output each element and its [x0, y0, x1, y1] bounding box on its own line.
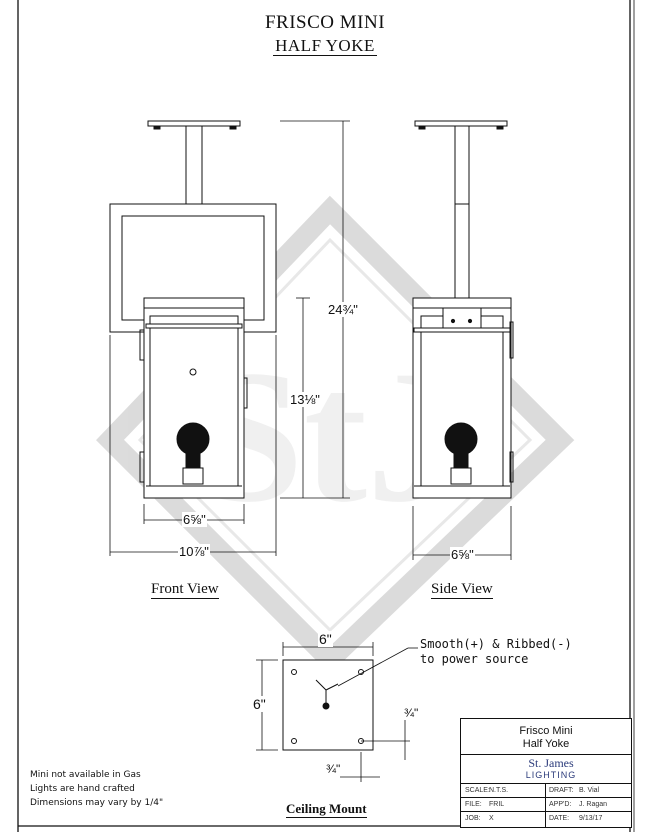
- appd-label: APP'D:: [549, 801, 572, 808]
- wiring-callout: Smooth(+) & Ribbed(-) to power source: [420, 637, 572, 667]
- note-line: Lights are hand crafted: [30, 784, 135, 794]
- title-block: Frisco Mini Half Yoke St. James LIGHTING…: [460, 718, 632, 828]
- drawing-title: FRISCO MINI: [264, 12, 386, 33]
- dim-front-body-width: 6⅝": [182, 512, 207, 527]
- wiring-callout-line1: Smooth(+) & Ribbed(-): [420, 637, 572, 651]
- company-subname: LIGHTING: [525, 770, 577, 780]
- job-value: X: [489, 815, 494, 822]
- job-label: JOB:: [465, 815, 481, 822]
- title-block-name-1: Frisco Mini: [519, 725, 573, 737]
- drawing-subtitle: HALF YOKE: [0, 36, 650, 56]
- title-block-col-divider: [545, 783, 546, 827]
- scale-label: SCALE:: [465, 787, 490, 794]
- wiring-callout-line2: to power source: [420, 652, 529, 666]
- dim-body-height: 13⅛": [289, 392, 321, 407]
- company-name: St. James: [528, 756, 574, 770]
- file-value: FRIL: [489, 801, 505, 808]
- title-block-divider: [461, 811, 631, 812]
- front-view-drawing: [109, 120, 277, 499]
- dim-side-width: 6⅝": [450, 547, 475, 562]
- front-view-label: Front View: [151, 581, 219, 599]
- ceiling-mount-drawing: [282, 659, 374, 751]
- title-block-name-2: Half Yoke: [522, 738, 570, 750]
- side-view-drawing: [412, 120, 514, 499]
- dim-hole-offset-right: ¾": [404, 706, 419, 720]
- ceiling-mount-dimensions: [256, 642, 418, 782]
- draft-value: B. Vial: [579, 787, 600, 794]
- dim-hole-offset-bottom: ¾": [326, 762, 341, 776]
- dim-overall-height: 24¾": [327, 302, 359, 317]
- note-line: Mini not available in Gas: [30, 770, 141, 780]
- notes-block: Mini not available in Gas Lights are han…: [30, 768, 163, 810]
- side-view-label: Side View: [431, 581, 493, 599]
- note-line: Dimensions may vary by 1/4": [30, 798, 164, 808]
- scale-value: N.T.S.: [489, 787, 509, 794]
- date-value: 9/13/17: [579, 815, 603, 822]
- date-label: DATE:: [549, 815, 570, 822]
- dim-front-overall-width: 10⅞": [178, 544, 210, 559]
- title-block-divider: [461, 797, 631, 798]
- title-block-divider: [461, 783, 631, 784]
- file-label: FILE:: [465, 801, 482, 808]
- draft-label: DRAFT:: [549, 787, 574, 794]
- title-block-divider: [461, 754, 631, 755]
- ceiling-mount-label: Ceiling Mount: [286, 801, 367, 818]
- dim-mount-height: 6": [252, 696, 267, 712]
- drawing-subtitle-text: HALF YOKE: [273, 36, 377, 56]
- appd-value: J. Ragan: [579, 801, 608, 808]
- dim-mount-width: 6": [318, 631, 333, 647]
